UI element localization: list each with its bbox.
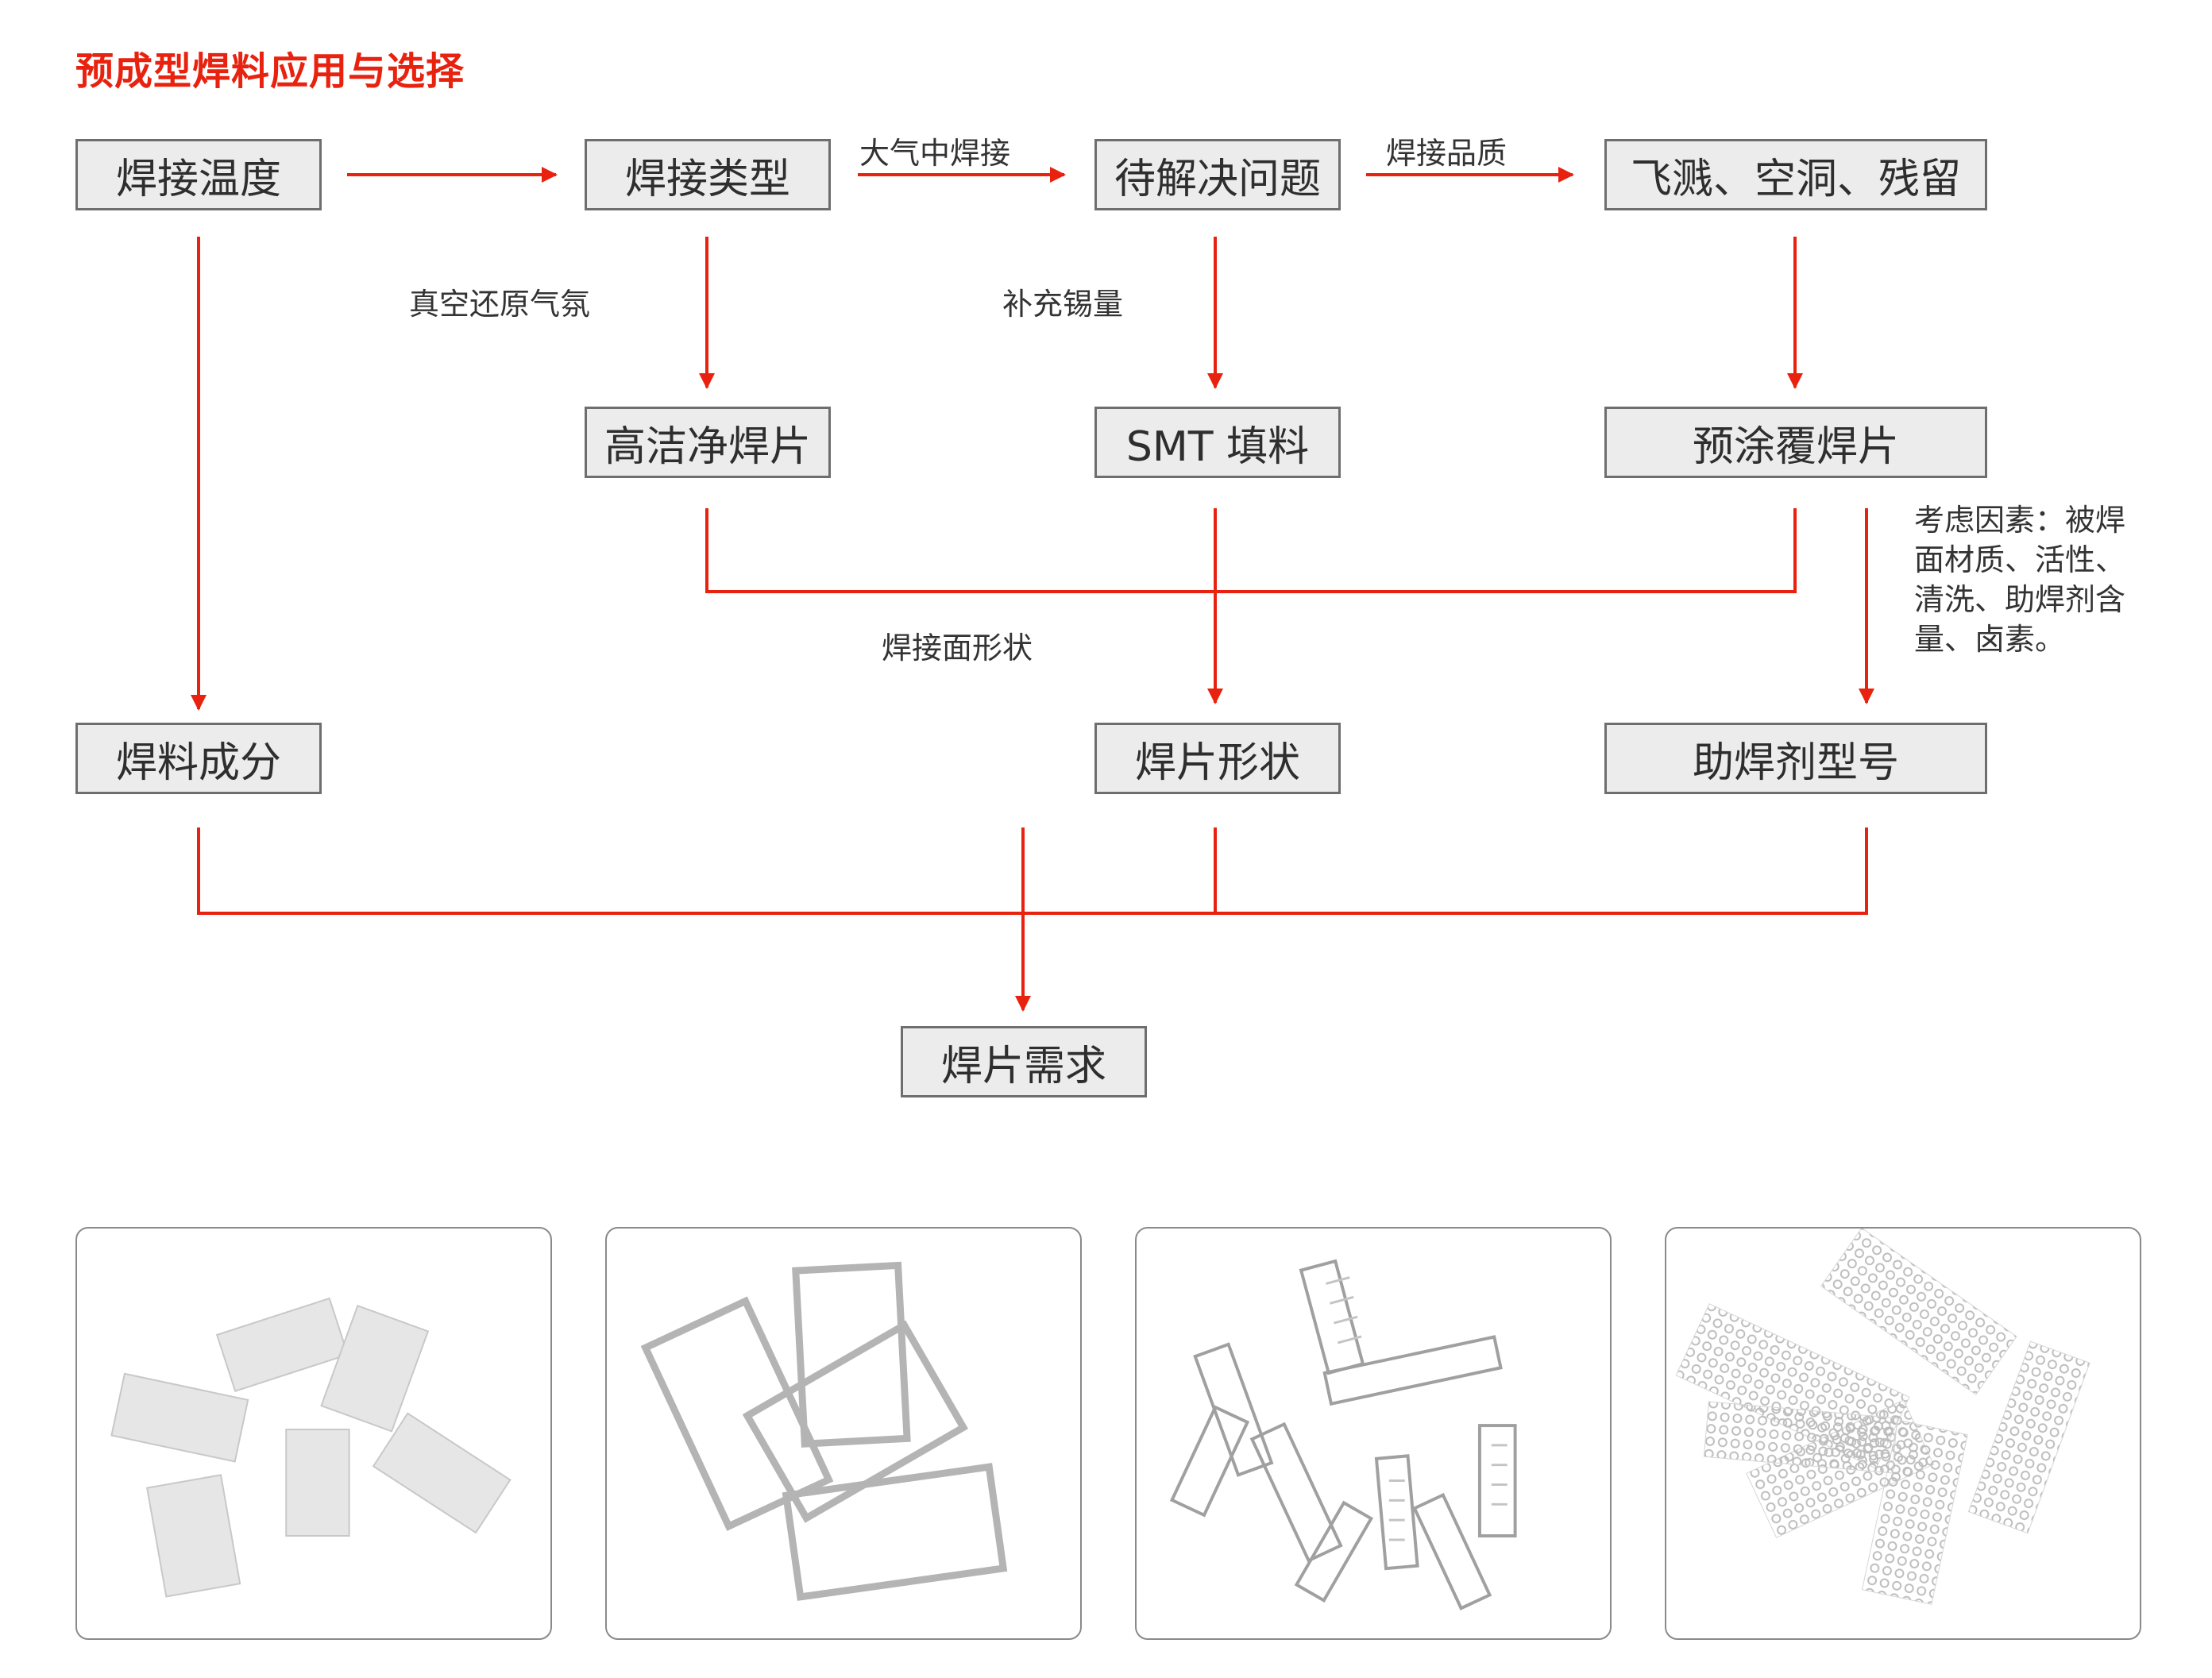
node-high-clean: 高洁净焊片: [585, 407, 831, 478]
line-merge-demand: [197, 827, 1868, 915]
node-shape: 焊片形状: [1094, 723, 1341, 794]
label-add-tin: 补充锡量: [1002, 287, 1124, 322]
node-smt-fill: SMT 填料: [1094, 407, 1341, 478]
photo-ladder-preforms: [1135, 1227, 1612, 1640]
node-flux-model: 助焊剂型号: [1604, 723, 1987, 794]
label-vacuum: 真空还原气氛: [409, 287, 591, 322]
label-factors: 考虑因素：被焊面材质、活性、清洗、助焊剂含量、卤素。: [1914, 503, 2126, 657]
line-merge-shape: [705, 508, 1797, 593]
node-defects: 飞溅、空洞、残留: [1604, 139, 1987, 210]
node-problem: 待解决问题: [1094, 139, 1341, 210]
node-precoat: 预涂覆焊片: [1604, 407, 1987, 478]
photo-plain-preforms: [75, 1227, 552, 1640]
label-surface-shape: 焊接面形状: [882, 631, 1033, 665]
photo-mesh-preforms: [1665, 1227, 2141, 1640]
label-atmosphere: 大气中焊接: [859, 136, 1011, 171]
node-composition: 焊料成分: [75, 723, 322, 794]
photo-frame-preforms: [605, 1227, 1082, 1640]
node-demand: 焊片需求: [901, 1026, 1147, 1097]
page-title: 预成型焊料应用与选择: [75, 49, 465, 94]
node-weld-temp: 焊接温度: [75, 139, 322, 210]
label-quality: 焊接品质: [1386, 136, 1507, 171]
node-weld-type: 焊接类型: [585, 139, 831, 210]
